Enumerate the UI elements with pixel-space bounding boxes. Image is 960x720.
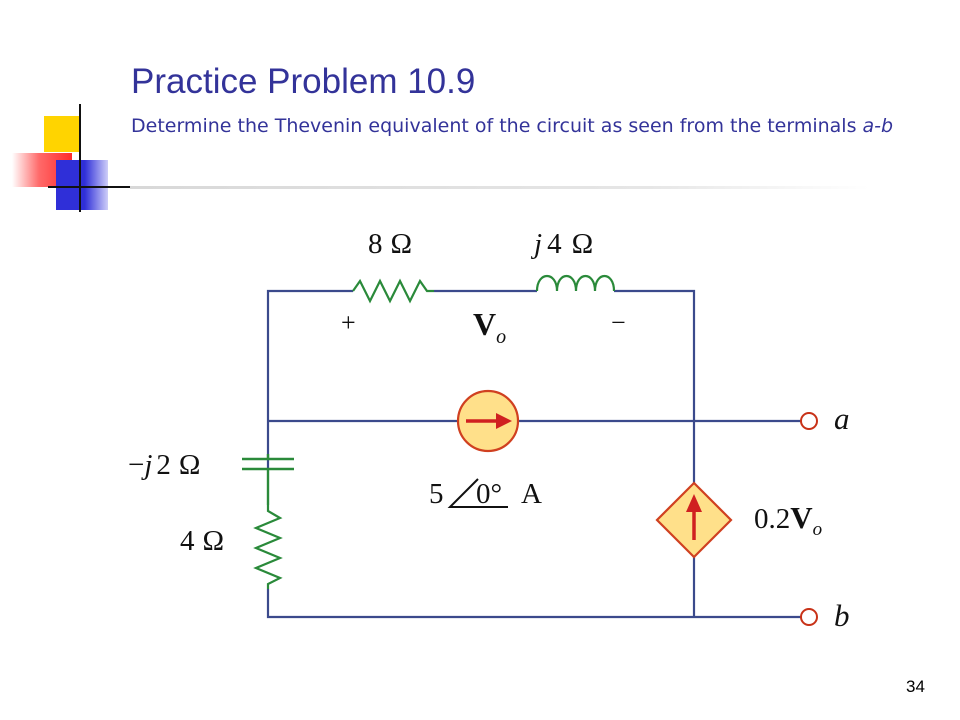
- label-vo-minus: −: [611, 308, 626, 337]
- current-source-arrow: [496, 413, 512, 429]
- label-terminal-b: b: [834, 598, 850, 633]
- decor-yellow-square: [44, 116, 80, 152]
- decor-vertical-line: [79, 104, 81, 212]
- terminal-a-node[interactable]: [800, 412, 818, 430]
- label-vo-plus: +: [341, 308, 356, 337]
- decor-blue-square: [56, 160, 108, 210]
- angle-symbol: [447, 478, 508, 508]
- wires: [266, 289, 801, 619]
- wire-bottom: [266, 589, 801, 619]
- subtitle-text: Determine the Thevenin equivalent of the…: [131, 115, 863, 137]
- source-unit: A: [521, 478, 542, 510]
- decor-horizontal-line: [48, 186, 134, 188]
- slide-subtitle: Determine the Thevenin equivalent of the…: [131, 114, 931, 139]
- dependent-source-arrow: [686, 494, 702, 512]
- slide-number: 34: [906, 677, 925, 696]
- title-underline-rule: [130, 186, 870, 189]
- capacitor-minus-j2: [242, 454, 294, 505]
- label-terminal-a: a: [834, 401, 850, 436]
- label-dependent-source: 0.2Vo: [754, 500, 822, 540]
- wire-top-left: [266, 289, 353, 470]
- wire-top-right: [614, 289, 696, 483]
- resistor-4-ohm: [253, 505, 283, 589]
- dependent-current-source: [655, 481, 733, 559]
- current-source: [456, 389, 520, 453]
- subtitle-terminals: a-b: [862, 115, 894, 137]
- source-magnitude: 5: [429, 478, 444, 510]
- resistor-8-ohm: [352, 278, 434, 304]
- terminal-b-node[interactable]: [800, 608, 818, 626]
- source-angle: 0°: [476, 478, 502, 510]
- inductor-j4: [535, 274, 616, 292]
- label-vo: Vo: [473, 306, 506, 348]
- slide-title: Practice Problem 10.9: [131, 62, 476, 101]
- label-source-value: 5 0° A: [429, 478, 542, 510]
